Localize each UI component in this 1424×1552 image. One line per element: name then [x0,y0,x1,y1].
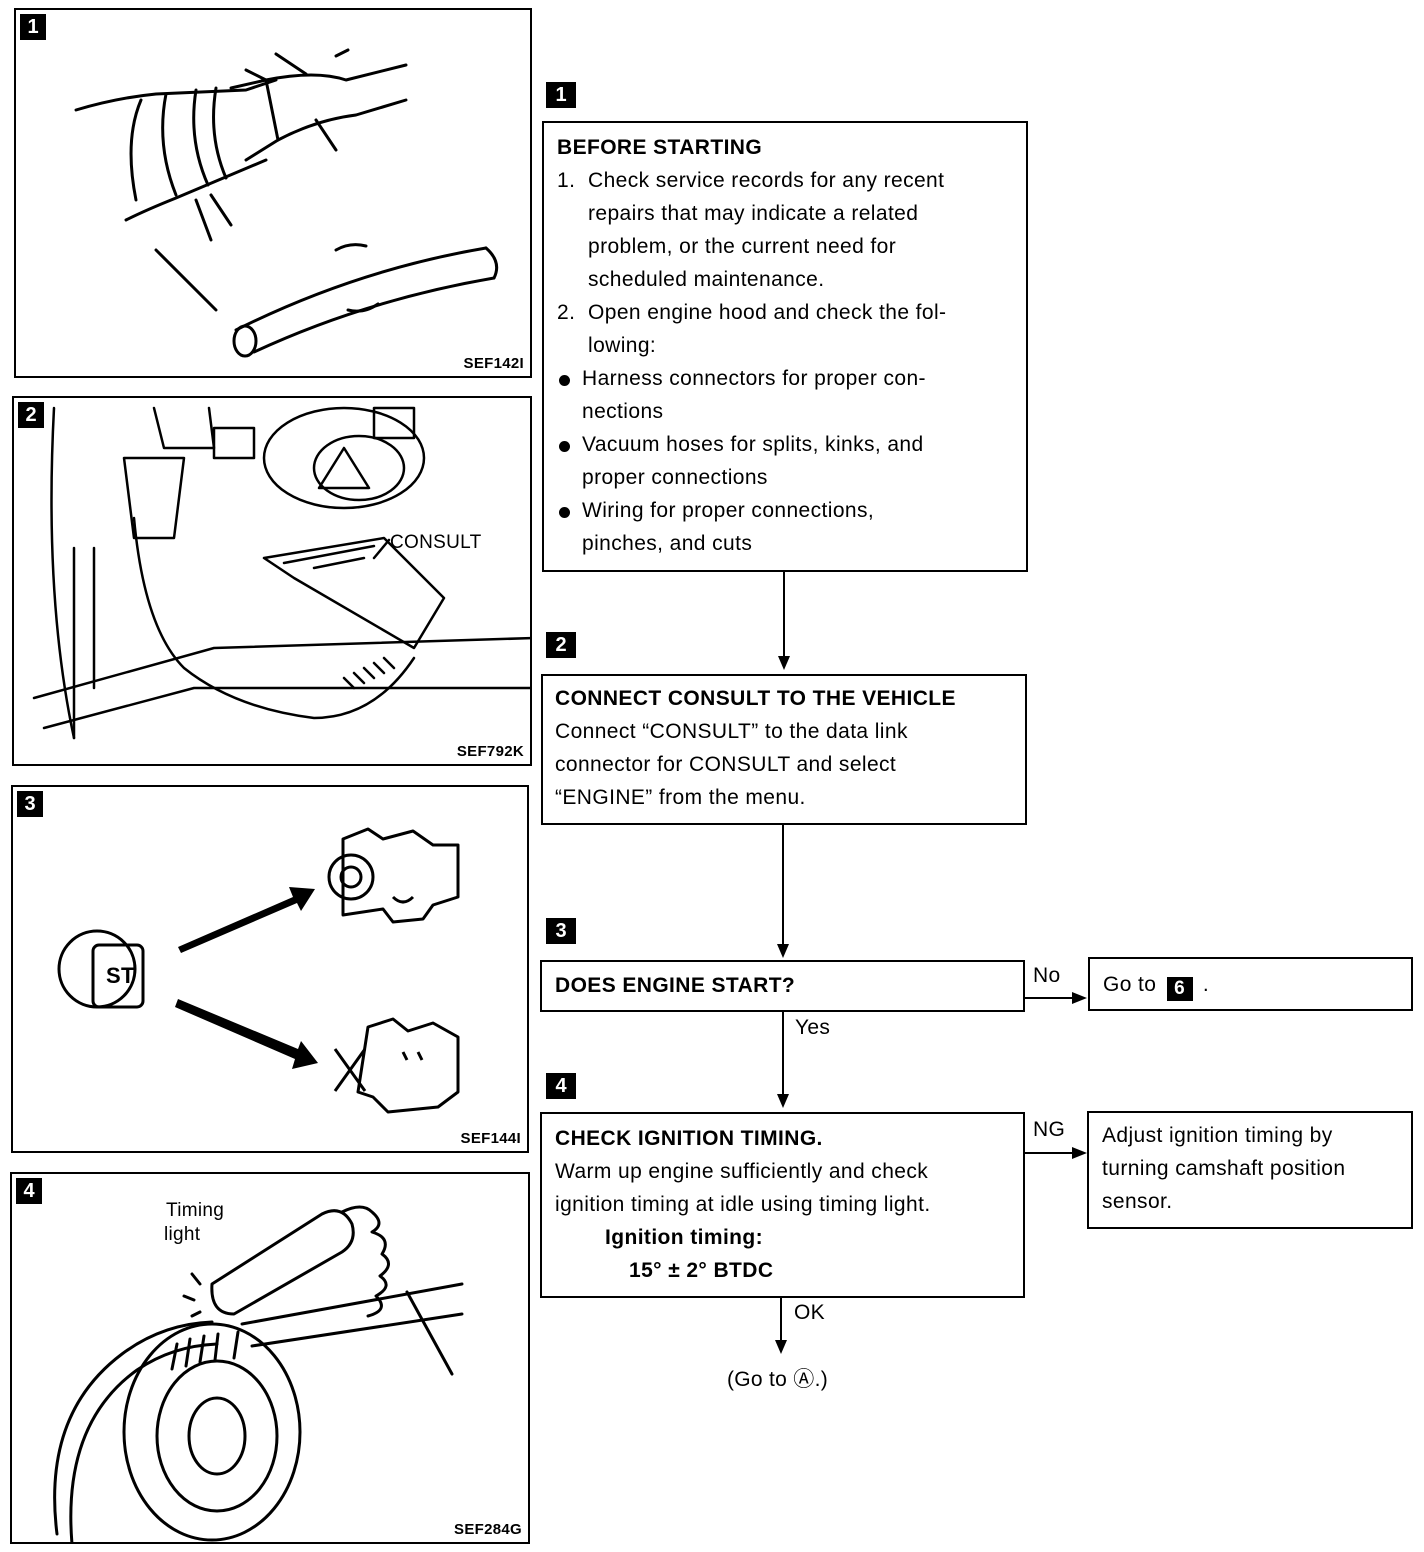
ignition-timing-spec-value: 15° ± 2° BTDC [629,1259,774,1282]
goto-text: Go to [1103,973,1157,996]
step-2-connect-consult-box: CONNECT CONSULT TO THE VEHICLE Connect “… [541,674,1027,825]
step-4-ng-label: NG [1033,1118,1066,1141]
step-4-check-ignition-timing-box: CHECK IGNITION TIMING. Warm up engine su… [540,1112,1025,1298]
panel-1-badge: 1 [20,14,46,40]
goto-a-reference: (Go to Ⓐ.) [727,1368,829,1391]
step-2-badge: 2 [546,632,576,658]
step-1-item-2-number: 2. [557,301,576,324]
illustration-panel-4: 4 Timing light SEF284G [10,1172,530,1544]
adjust-line: turning camshaft position [1102,1157,1346,1180]
step-1-heading: BEFORE STARTING [557,136,763,159]
step-3-badge: 3 [546,918,576,944]
step-4-line: ignition timing at idle using timing lig… [555,1193,931,1216]
adjust-ignition-timing-box: Adjust ignition timing by turning camsha… [1087,1111,1413,1229]
step-1-bullet-line: nections [582,400,664,423]
step-4-heading: CHECK IGNITION TIMING. [555,1127,823,1150]
ignition-timing-spec-label: Ignition timing: [605,1226,764,1249]
key-st-label: ST [106,963,135,988]
step-2-line: Connect “CONSULT” to the data link [555,720,908,743]
step-1-item-1-line: repairs that may indicate a related [588,202,919,225]
engine-start-illustration [57,827,460,1114]
panel-3-code: SEF144I [460,1130,521,1147]
bullet-dot-icon [559,375,570,386]
vacuum-hose-connection-illustration [74,48,499,358]
step-1-bullet-line: pinches, and cuts [582,532,753,555]
consult-connection-illustration [32,406,530,740]
consult-callout: CONSULT [390,532,482,553]
step-1-item-1: 1. Check service records for any recent … [557,164,1026,296]
step-1-item-2: 2. Open engine hood and check the fol- l… [557,296,1026,362]
step-2-heading: CONNECT CONSULT TO THE VEHICLE [555,687,956,710]
step-1-bullet-item: Wiring for proper connections, pinches, … [557,494,1026,560]
step-3-yes-label: Yes [795,1016,831,1039]
step-2-line: “ENGINE” from the menu. [555,786,806,809]
step-1-badge: 1 [546,82,576,108]
goto-step-6-box: Go to 6 . [1088,957,1413,1011]
step-3-no-label: No [1033,964,1061,987]
illustration-panel-3: 3 ST SEF144I [11,785,529,1153]
step-1-bullet-item: Harness connectors for proper con- necti… [557,362,1026,428]
step-4-badge: 4 [546,1073,576,1099]
adjust-line: Adjust ignition timing by [1102,1124,1333,1147]
bullet-dot-icon [559,507,570,518]
step-6-reference-badge: 6 [1166,976,1193,1001]
step-1-bullet-line: Wiring for proper connections, [582,499,875,522]
step-1-bullet-line: Vacuum hoses for splits, kinks, and [582,433,924,456]
goto-step-6-text: Go to 6 . [1103,968,1411,1001]
step-4-ok-label: OK [794,1301,825,1324]
panel-2-code: SEF792K [456,743,524,760]
timing-light-callout-line1: Timing [166,1200,225,1221]
timing-light-callout-line2: light [164,1224,201,1245]
step-3-engine-start-box: DOES ENGINE START? [540,960,1025,1012]
goto-end: . [1202,973,1210,996]
panel-1-code: SEF142I [463,355,524,372]
step-1-item-1-line: scheduled maintenance. [588,268,825,291]
step-1-item-1-line: Check service records for any recent [588,169,945,192]
step-1-bullet-line: Harness connectors for proper con- [582,367,926,390]
timing-light-illustration [53,1205,464,1542]
panel-4-badge: 4 [16,1178,42,1204]
panel-4-code: SEF284G [454,1521,522,1538]
panel-2-badge: 2 [18,402,44,428]
step-1-item-2-line: lowing: [588,334,657,357]
step-1-item-2-line: Open engine hood and check the fol- [588,301,947,324]
step-1-before-starting-box: BEFORE STARTING 1. Check service records… [542,121,1028,572]
step-2-line: connector for CONSULT and select [555,753,897,776]
step-1-item-1-line: problem, or the current need for [588,235,897,258]
adjust-line: sensor. [1102,1190,1173,1213]
step-4-line: Warm up engine sufficiently and check [555,1160,929,1183]
step-1-item-1-number: 1. [557,169,576,192]
step-1-bullet-item: Vacuum hoses for splits, kinks, and prop… [557,428,1026,494]
illustration-panel-1: 1 SEF142I [14,8,532,378]
step-1-bullet-line: proper connections [582,466,768,489]
panel-3-badge: 3 [17,791,43,817]
illustration-panel-2: 2 CONSULT SEF792K [12,396,532,766]
bullet-dot-icon [559,441,570,452]
step-3-heading: DOES ENGINE START? [555,974,796,997]
